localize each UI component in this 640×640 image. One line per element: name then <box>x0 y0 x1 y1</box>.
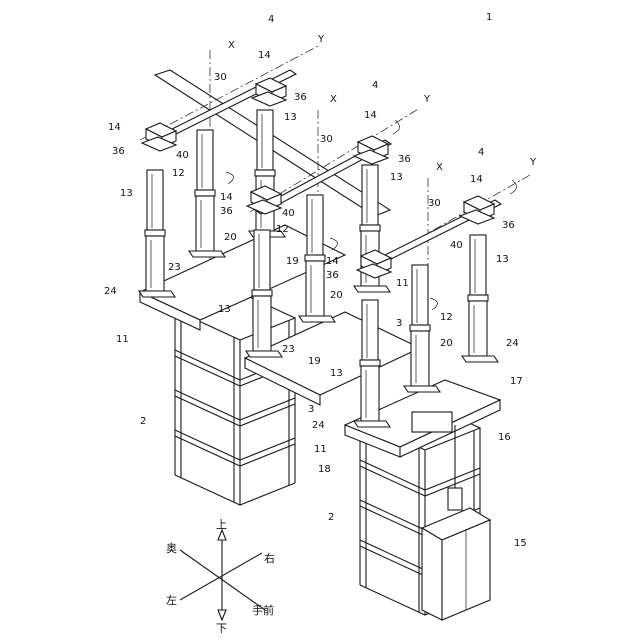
label-clamp-3: 36 <box>398 154 411 165</box>
label-brace-1: 23 <box>168 262 181 273</box>
label-bar-3: 30 <box>428 198 441 209</box>
label-hinge-2: 40 <box>282 208 295 219</box>
label-cable: 16 <box>498 432 511 443</box>
label-box: 17 <box>510 376 523 387</box>
label-crank-3: 20 <box>440 338 453 349</box>
label-column-lower-2: 12 <box>276 224 289 235</box>
label-crank-1: 20 <box>224 232 237 243</box>
label-column-upper-1: 13 <box>284 112 297 123</box>
rotation-arrow-5 <box>510 180 517 194</box>
label-clamp-1: 36 <box>294 92 307 103</box>
label-head-3: 14 <box>364 110 377 121</box>
label-head-2: 14 <box>108 122 121 133</box>
label-clamp-2: 36 <box>112 146 125 157</box>
label-bar-2: 30 <box>320 134 333 145</box>
label-brace-2: 23 <box>282 344 295 355</box>
label-link-2: 19 <box>308 356 321 367</box>
label-column-upper-3: 13 <box>390 172 403 183</box>
label-assembly: 1 <box>486 12 492 23</box>
label-frame-2: 2 <box>328 512 334 523</box>
label-base-plate-2: 11 <box>396 278 409 289</box>
label-flange-1: 24 <box>104 286 117 297</box>
label-unit-1: 4 <box>268 14 274 25</box>
axis-line-y-back <box>140 45 320 140</box>
label-beam-2: 3 <box>308 404 314 415</box>
compass-label-right: 右 <box>264 551 275 565</box>
label-cabinet: 15 <box>514 538 527 549</box>
label-clamp-6: 36 <box>326 270 339 281</box>
column-3 <box>249 110 285 237</box>
label-column-upper-4: 13 <box>496 254 509 265</box>
rotation-arrow-1 <box>226 172 234 184</box>
cabinet <box>422 508 490 620</box>
column-8 <box>404 265 440 392</box>
compass-diagonal-b <box>180 553 262 600</box>
label-hinge-3: 40 <box>450 240 463 251</box>
label-column-upper-5: 13 <box>218 304 231 315</box>
label-head-1: 14 <box>258 50 271 61</box>
label-axis-x-3: X <box>436 162 443 173</box>
label-clamp-4: 36 <box>220 206 233 217</box>
label-head-4: 14 <box>220 192 233 203</box>
compass-label-down: 下 <box>216 622 227 635</box>
label-rod: 18 <box>318 464 331 475</box>
box <box>412 412 452 432</box>
compass-arrow-up <box>218 530 226 540</box>
label-column-upper-6: 13 <box>330 368 343 379</box>
label-head-5: 14 <box>470 174 483 185</box>
label-axis-y-2: Y <box>423 94 431 105</box>
label-hinge-1: 40 <box>176 150 189 161</box>
label-axis-y-1: Y <box>317 34 325 45</box>
label-bar-1: 30 <box>214 72 227 83</box>
label-flange-2: 24 <box>506 338 519 349</box>
label-column-lower-3: 12 <box>440 312 453 323</box>
label-crank-2: 20 <box>330 290 343 301</box>
rotation-arrow-4 <box>393 120 400 134</box>
label-clamp-5: 36 <box>502 220 515 231</box>
label-axis-y-3: Y <box>529 157 537 168</box>
label-base-plate-3: 11 <box>314 444 327 455</box>
compass-label-front: 手前 <box>252 603 274 617</box>
label-beam-1: 3 <box>396 318 402 329</box>
label-head-6: 14 <box>326 256 339 267</box>
label-base-plate-1: 11 <box>116 334 129 345</box>
rotation-arrow-3 <box>430 298 438 310</box>
head-1 <box>142 123 176 151</box>
column-9 <box>462 235 498 362</box>
label-axis-x-1: X <box>228 40 235 51</box>
compass-label-back: 奥 <box>166 541 177 555</box>
compass-arrow-down <box>218 610 226 620</box>
label-column-upper-2: 13 <box>120 188 133 199</box>
label-axis-x-2: X <box>330 94 337 105</box>
label-link-1: 19 <box>286 256 299 267</box>
label-unit-3: 4 <box>478 147 484 158</box>
label-unit-2: 4 <box>372 80 378 91</box>
label-column-lower-1: 12 <box>172 168 185 179</box>
head-3 <box>247 186 281 214</box>
label-frame-1: 2 <box>140 416 146 427</box>
head-2 <box>252 78 286 106</box>
compass-label-left: 左 <box>166 594 177 607</box>
motor <box>448 488 462 510</box>
label-flange-3: 24 <box>312 420 325 431</box>
compass-label-up: 上 <box>216 518 227 531</box>
